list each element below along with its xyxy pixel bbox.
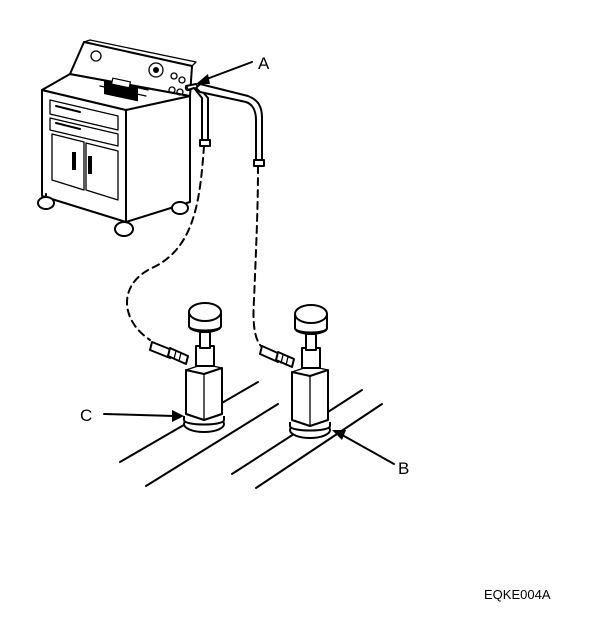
callout-a-label: A bbox=[258, 54, 270, 73]
jack-b bbox=[259, 304, 331, 439]
callout-c-label: C bbox=[80, 406, 92, 425]
callout-a: A bbox=[196, 54, 270, 84]
callout-b: B bbox=[332, 430, 409, 478]
figure-code: EQKE004A bbox=[484, 587, 551, 602]
test-stand-console bbox=[37, 39, 197, 237]
hose-assembly bbox=[126, 83, 267, 351]
callout-c: C bbox=[80, 406, 184, 425]
jack-c bbox=[149, 302, 225, 433]
callout-b-label: B bbox=[398, 459, 409, 478]
